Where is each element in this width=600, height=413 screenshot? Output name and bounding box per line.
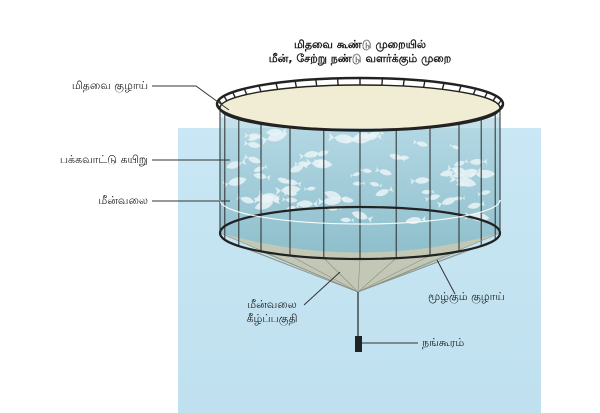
cone-net-line <box>357 255 431 293</box>
float-pipe-tie <box>492 111 497 116</box>
float-pipe-tie <box>315 128 318 131</box>
float-pipe-tie <box>223 95 228 102</box>
float-pipe-tie <box>381 78 384 86</box>
float-pipe-tie <box>243 118 248 123</box>
float-pipe-tie <box>484 115 488 119</box>
float-pipe-tie <box>232 115 236 119</box>
float-pipe-tie <box>472 118 477 123</box>
cone-net-line <box>357 258 361 293</box>
float-pipe-tie <box>402 79 405 87</box>
cone-net-line <box>357 257 397 293</box>
float-pipe-tie <box>294 80 298 88</box>
label-sink-pipe: மூழ்கும் குழாய் <box>428 290 505 303</box>
leader-lines <box>152 85 456 344</box>
leader-net-bottom <box>303 271 341 306</box>
float-pipe-tie <box>402 128 405 131</box>
float-pipe-tie <box>243 88 248 95</box>
float-pipe-tie <box>492 95 497 102</box>
leader-float-pipe <box>152 85 230 111</box>
cone-net-line <box>357 232 501 293</box>
float-pipe-tie <box>258 85 262 92</box>
cone-net-line <box>323 257 359 293</box>
side-rope-ring <box>219 199 501 225</box>
float-pipe-tie <box>336 129 339 132</box>
float-pipe-tie <box>218 99 223 105</box>
float-pipe-tie <box>275 124 279 128</box>
cage-top-surface <box>220 84 500 132</box>
diagram-title: மிதவை கூண்டு முறையில் மீன், சேற்று நண்டு… <box>240 38 480 66</box>
leader-sink-pipe <box>436 259 456 295</box>
float-pipe-tie <box>458 85 462 92</box>
label-net-bottom: மீன்வலை கீழ்ப்பகுதி <box>232 298 312 326</box>
float-pipe-tie <box>381 129 384 132</box>
cone-net-line <box>238 245 359 293</box>
float-pipe-tie <box>294 126 297 129</box>
float-pipe-tie <box>441 82 445 90</box>
float-pipe-tie <box>218 107 223 113</box>
float-pipe-tie <box>216 103 221 109</box>
float-pipe-tie <box>499 103 504 109</box>
cone-net-line <box>260 251 359 293</box>
float-pipe-tie <box>422 80 426 88</box>
cone-net-line <box>289 255 359 293</box>
anchor-block <box>355 336 362 352</box>
label-float-pipe: மிதவை குழாய் <box>71 79 148 92</box>
float-pipe-ties <box>216 78 504 132</box>
label-fish-net: மீன்வலை <box>98 194 148 207</box>
float-pipe-tie <box>497 99 502 105</box>
float-pipe-tie <box>336 78 339 86</box>
title-line-2: மீன், சேற்று நண்டு வளர்க்கும் முறை <box>268 52 452 65</box>
float-pipe-tie <box>484 91 489 98</box>
float-pipe-tie <box>472 88 477 95</box>
label-net-bottom-line-1: மீன்வலை <box>247 298 297 311</box>
float-pipe-tie <box>441 124 445 128</box>
float-pipe-tie <box>497 107 502 113</box>
label-anchor: நங்கூரம் <box>422 336 465 349</box>
sink-pipe-ring <box>218 205 502 261</box>
float-pipe-tie <box>258 121 262 125</box>
float-pipe-tie <box>315 79 318 87</box>
title-line-1: மிதவை கூண்டு முறையில் <box>294 38 426 51</box>
float-pipe-tie <box>423 126 426 129</box>
label-net-bottom-line-2: கீழ்ப்பகுதி <box>246 312 298 325</box>
float-pipe-tie <box>223 111 228 116</box>
float-pipe-tie <box>275 82 279 90</box>
float-pipe-tie <box>231 91 236 98</box>
float-pipe-tie <box>458 121 462 125</box>
label-side-rope: பக்கவாட்டு கயிறு <box>59 153 148 166</box>
